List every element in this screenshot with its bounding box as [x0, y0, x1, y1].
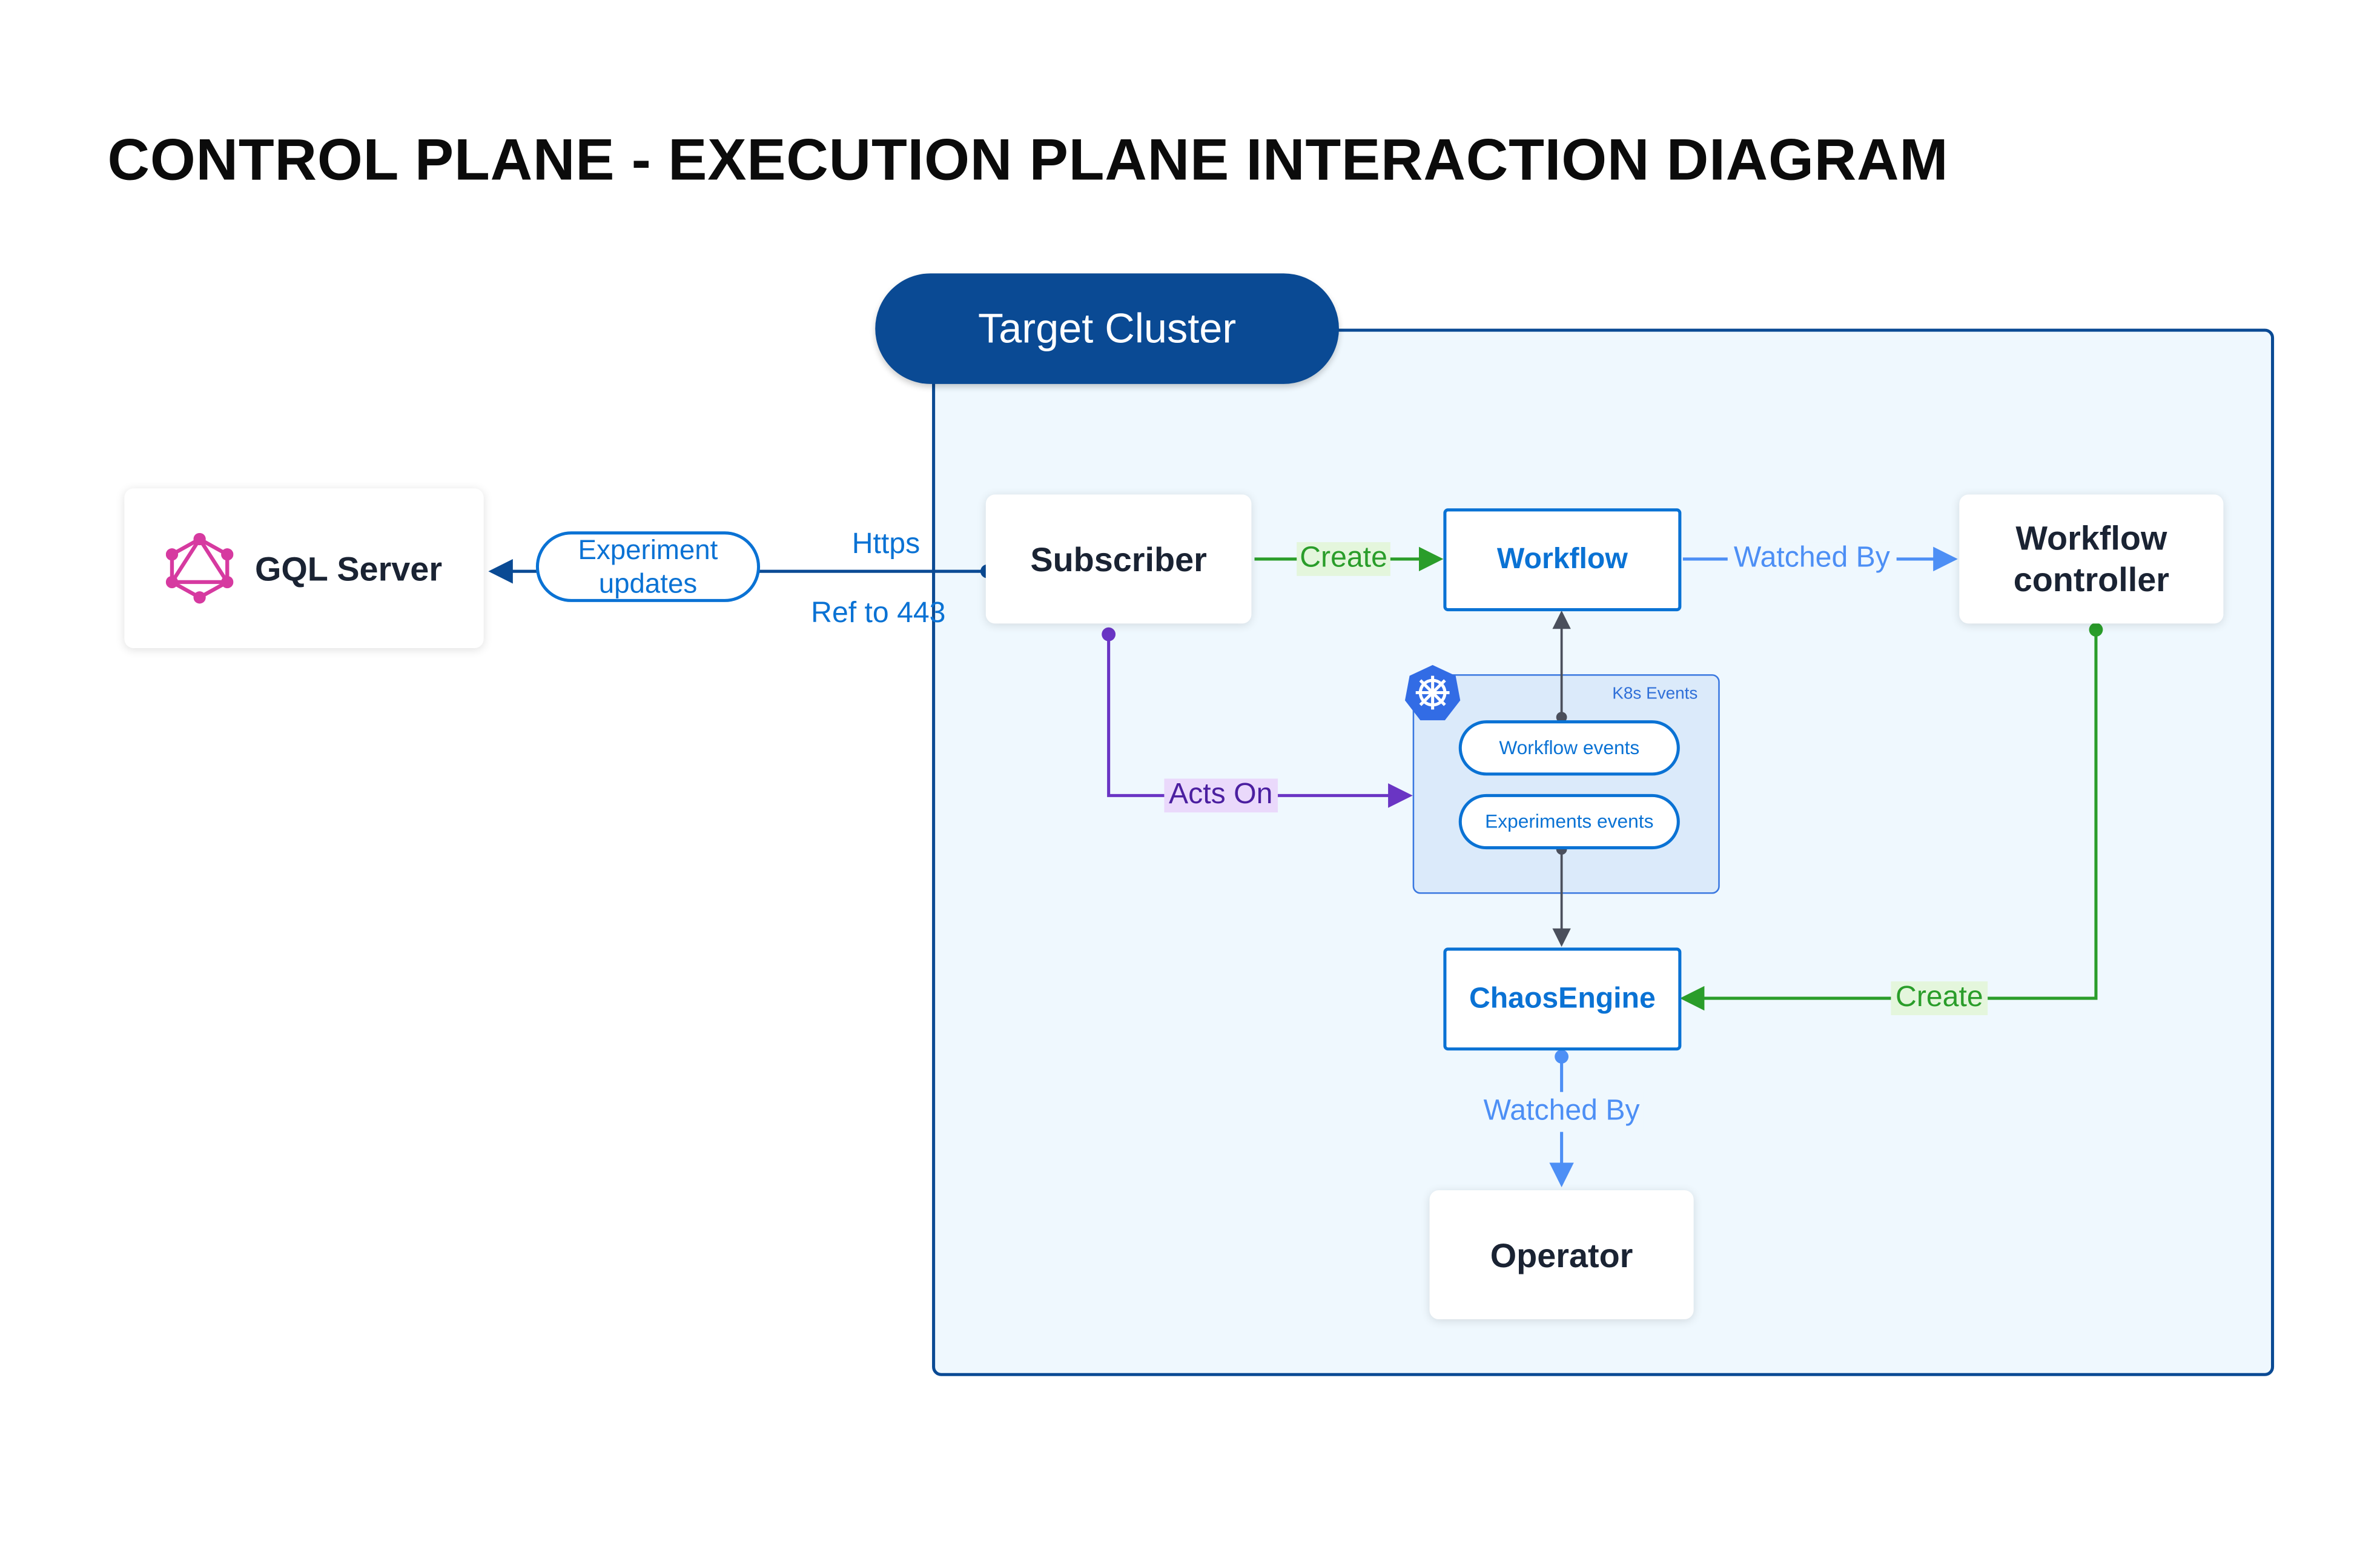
gql-server-node[interactable]: GQL Server — [124, 488, 484, 648]
target-cluster-label: Target Cluster — [875, 273, 1339, 384]
ref-label: Ref to 443 — [811, 597, 946, 630]
workflow-events-item[interactable]: Workflow events — [1458, 720, 1680, 776]
edge-dot — [1102, 627, 1116, 641]
create-workflow-label: Create — [1297, 542, 1390, 576]
k8s-events-label: K8s Events — [1612, 684, 1698, 704]
operator-node[interactable]: Operator — [1429, 1190, 1694, 1319]
watched-by-controller-label: Watched By — [1727, 542, 1897, 576]
k8s-events-group — [1412, 674, 1720, 894]
edge-create-chaosengine — [1679, 629, 2098, 1011]
kubernetes-helm-icon — [1404, 664, 1461, 721]
experiment-updates-label: Experiment updates — [535, 531, 761, 602]
gql-server-label: GQL Server — [255, 549, 443, 588]
chaosengine-node[interactable]: ChaosEngine — [1443, 947, 1682, 1051]
edge-dot — [1556, 712, 1567, 723]
acts-on-label: Acts On — [1164, 778, 1278, 813]
experiments-events-item[interactable]: Experiments events — [1458, 794, 1680, 850]
workflow-controller-node[interactable]: Workflow controller — [1959, 494, 2224, 624]
watched-by-operator-label: Watched By — [1480, 1092, 1643, 1132]
page-title: CONTROL PLANE - EXECUTION PLANE INTERACT… — [107, 128, 1949, 194]
subscriber-node[interactable]: Subscriber — [985, 494, 1252, 624]
edge-acts-on — [1107, 634, 1413, 808]
create-chaosengine-label: Create — [1891, 981, 1988, 1015]
graphql-icon — [165, 532, 234, 604]
https-label: Https — [851, 528, 921, 561]
edge-dot — [2089, 623, 2103, 637]
edge-dot — [1555, 1050, 1569, 1064]
workflow-node[interactable]: Workflow — [1443, 508, 1682, 612]
